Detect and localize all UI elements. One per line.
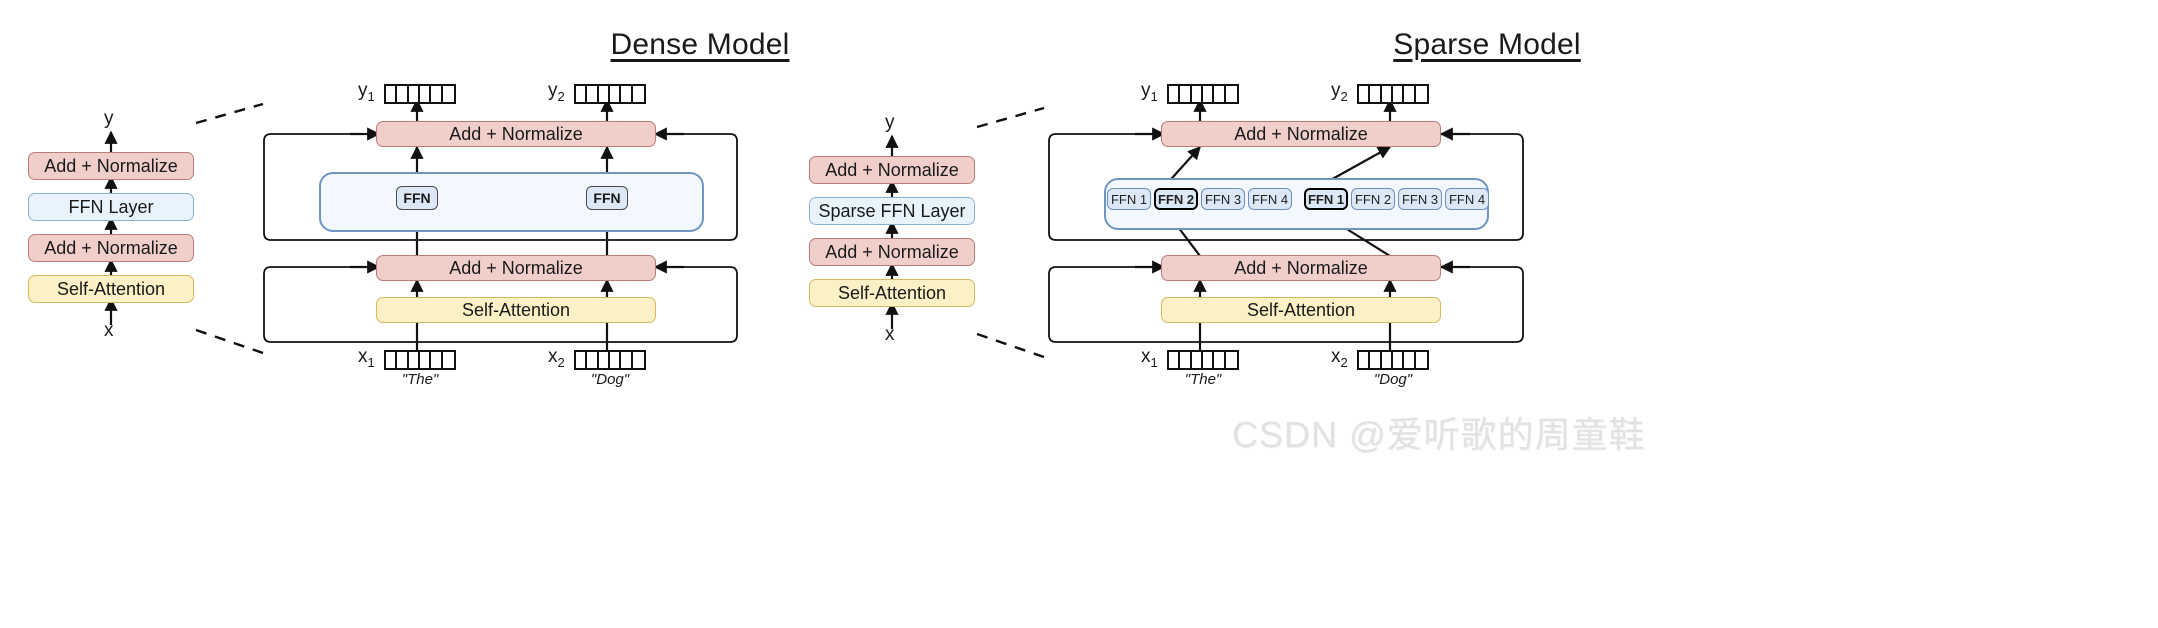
panel-title-sparse: Sparse Model [1393, 28, 1581, 61]
sparse-output-label-y2: y2 [1331, 80, 1348, 104]
dense-output-symbol-y1: y [358, 80, 368, 101]
dense-overview-self-attention: Self-Attention [28, 275, 194, 303]
dense-overview-add-normalize-top: Add + Normalize [28, 152, 194, 180]
sparse-output-vector-y2 [1357, 84, 1429, 104]
sparse-expert-token1-ffn1[interactable]: FFN 1 [1107, 188, 1151, 210]
sparse-token-word-x1: "The" [1184, 371, 1222, 388]
sparse-overview-input-label: x [885, 324, 895, 345]
dense-input-label-x1: x1 [358, 346, 375, 370]
dense-input-vector-x1 [384, 350, 456, 370]
dense-input-symbol-x1: x [358, 346, 368, 367]
dense-input-index-x1: 1 [367, 354, 375, 370]
sparse-token-word-x2: "Dog" [1373, 371, 1413, 388]
sparse-overview-self-attention: Self-Attention [809, 279, 975, 307]
dense-output-vector-y1 [384, 84, 456, 104]
sparse-output-index-y2: 2 [1340, 88, 1348, 104]
dense-input-vector-x2 [574, 350, 646, 370]
dense-input-index-x2: 2 [557, 354, 565, 370]
dense-output-label-y2: y2 [548, 80, 565, 104]
dense-overview-add-normalize-bottom: Add + Normalize [28, 234, 194, 262]
dense-overview-ffn-layer: FFN Layer [28, 193, 194, 221]
dense-add-normalize-top: Add + Normalize [376, 121, 656, 147]
sparse-expert-token1-ffn2-selected[interactable]: FFN 2 [1154, 188, 1198, 210]
dense-output-symbol-y2: y [548, 80, 558, 101]
sparse-input-label-x2: x2 [1331, 346, 1348, 370]
dense-ffn-region [319, 172, 704, 232]
sparse-output-index-y1: 1 [1150, 88, 1158, 104]
sparse-input-label-x1: x1 [1141, 346, 1158, 370]
dense-overview-input-label: x [104, 320, 114, 341]
dense-add-normalize-bottom: Add + Normalize [376, 255, 656, 281]
dense-self-attention: Self-Attention [376, 297, 656, 323]
sparse-overview-output-label: y [885, 112, 895, 133]
dense-token-word-x2: "Dog" [590, 371, 630, 388]
panel-title-dense: Dense Model [610, 28, 790, 61]
sparse-output-symbol-y2: y [1331, 80, 1341, 101]
sparse-add-normalize-bottom: Add + Normalize [1161, 255, 1441, 281]
csdn-watermark: CSDN @爱听歌的周童鞋 [1232, 414, 1646, 455]
sparse-overview-sparse-ffn-layer: Sparse FFN Layer [809, 197, 975, 225]
sparse-input-vector-x1 [1167, 350, 1239, 370]
dense-ffn-block-token2: FFN [586, 186, 628, 210]
sparse-expert-token2-ffn4[interactable]: FFN 4 [1445, 188, 1489, 210]
dense-output-index-y2: 2 [557, 88, 565, 104]
sparse-expert-token1-ffn3[interactable]: FFN 3 [1201, 188, 1245, 210]
dense-output-label-y1: y1 [358, 80, 375, 104]
dense-ffn-block-token1: FFN [396, 186, 438, 210]
sparse-input-index-x1: 1 [1150, 354, 1158, 370]
sparse-input-vector-x2 [1357, 350, 1429, 370]
dense-input-symbol-x2: x [548, 346, 558, 367]
sparse-expert-token1-ffn4[interactable]: FFN 4 [1248, 188, 1292, 210]
dense-overview-output-label: y [104, 108, 114, 129]
sparse-overview-add-normalize-top: Add + Normalize [809, 156, 975, 184]
sparse-expert-token2-ffn2[interactable]: FFN 2 [1351, 188, 1395, 210]
sparse-self-attention: Self-Attention [1161, 297, 1441, 323]
dense-output-index-y1: 1 [367, 88, 375, 104]
sparse-input-index-x2: 2 [1340, 354, 1348, 370]
sparse-overview-add-normalize-bottom: Add + Normalize [809, 238, 975, 266]
sparse-expert-token2-ffn3[interactable]: FFN 3 [1398, 188, 1442, 210]
sparse-output-label-y1: y1 [1141, 80, 1158, 104]
dense-token-word-x1: "The" [401, 371, 439, 388]
sparse-input-symbol-x2: x [1331, 346, 1341, 367]
sparse-expert-token2-ffn1-selected[interactable]: FFN 1 [1304, 188, 1348, 210]
sparse-output-vector-y1 [1167, 84, 1239, 104]
sparse-add-normalize-top: Add + Normalize [1161, 121, 1441, 147]
dense-input-label-x2: x2 [548, 346, 565, 370]
sparse-output-symbol-y1: y [1141, 80, 1151, 101]
sparse-input-symbol-x1: x [1141, 346, 1151, 367]
dense-output-vector-y2 [574, 84, 646, 104]
